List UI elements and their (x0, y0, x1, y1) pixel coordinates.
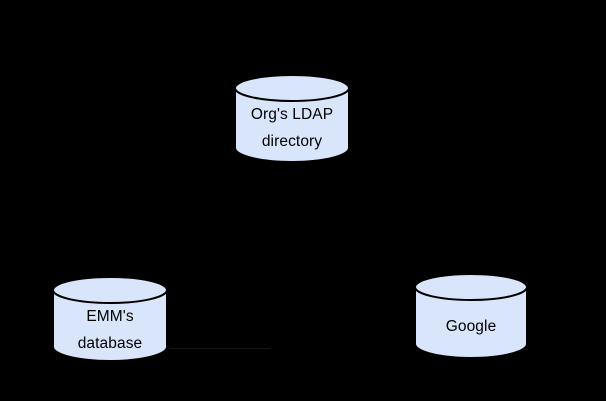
node-label-line: EMM's (86, 308, 134, 325)
faint-connector-line (170, 348, 270, 349)
node-label: EMM's database (50, 303, 170, 357)
node-ldap-directory: Org's LDAP directory (232, 73, 352, 164)
database-cylinder-icon (234, 74, 350, 163)
node-label-line: Org's LDAP (250, 106, 334, 123)
node-label: Org's LDAP directory (232, 101, 352, 155)
database-cylinder-icon (414, 273, 528, 359)
node-label: Google (412, 313, 530, 340)
database-cylinder-icon (52, 276, 168, 362)
node-label-line: directory (261, 133, 323, 150)
node-google: Google (412, 273, 530, 360)
node-emm-database: EMM's database (50, 275, 170, 363)
node-label-line: database (77, 335, 143, 352)
node-label-line: Google (445, 318, 497, 335)
